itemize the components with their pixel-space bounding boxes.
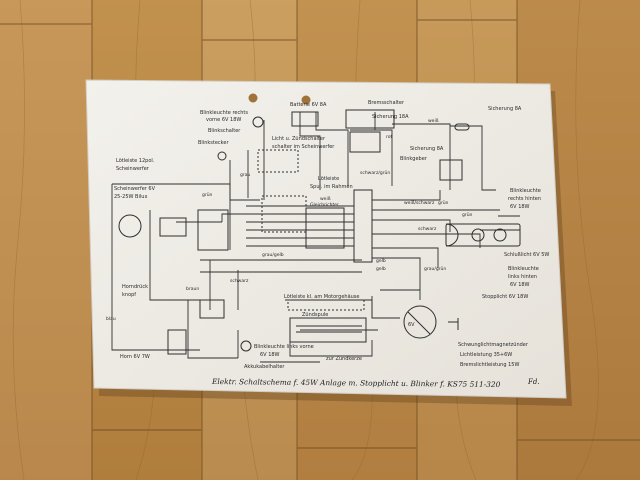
wire-label-weiss-2: weiß [428, 118, 439, 124]
label-lichtleistung: Lichtleistung 35+6W [460, 352, 512, 358]
headlamp-box [159, 217, 187, 237]
headlamp-bulb-icon [118, 214, 142, 238]
label-6v: 6V [408, 322, 415, 328]
wire-label-gelb-1: gelb [376, 258, 386, 264]
wire-label-gruen-3: grün [438, 200, 449, 206]
magneto-icon [403, 305, 437, 339]
label-blink-hinten-l3: 6V 18W [510, 282, 530, 288]
label-bremsschalter: Bremsschalter [368, 100, 405, 106]
label-scheinwerfer-box: Scheinwerfer [116, 166, 150, 172]
wire-label-gelb-2: gelb [376, 266, 386, 272]
label-blink-hinten-r: Blinkleuchte [510, 188, 541, 194]
label-loetleiste-spule: Lötleiste [318, 176, 339, 182]
wire-label-weiss-schwarz: weiß/schwarz [404, 200, 435, 206]
brake-switch-box [349, 131, 381, 153]
wire-label-weiss-1: weiß [320, 196, 331, 202]
tail-lamp-arc [445, 223, 459, 247]
label-lichtschalter: Licht u. Zündschalter [272, 136, 326, 142]
terminal-strip-main [353, 189, 373, 263]
label-blink-rechts-sub: vorne 6V 18W [206, 117, 241, 123]
label-blinkstecker: Blinkstecker [198, 140, 229, 146]
label-blink-hinten-l: Blinkleuchte [508, 266, 539, 272]
label-stopplicht: Stopplicht 6V 18W [482, 294, 528, 300]
rear-blinker-right-icon [471, 228, 485, 242]
motor-terminal-strip [287, 299, 365, 311]
signature: Fd. [527, 378, 540, 386]
wire-label-gruen-2: grün [462, 212, 473, 218]
label-blink-rechts: Blinkleuchte rechts [200, 110, 248, 116]
wire-label-grau-gelb: grau/gelb [262, 252, 284, 258]
rear-lamp-housing [445, 223, 521, 247]
label-sicherung-18: Sicherung 18A [372, 114, 409, 120]
label-blink-links-vorne2: 6V 18W [260, 352, 280, 358]
punch-hole-left [248, 93, 258, 103]
right-blinker-front-icon [252, 116, 264, 128]
label-blink-hinten-r2: rechts hinten [508, 196, 541, 202]
punch-hole-right [301, 95, 311, 105]
wire-label-blau-1: blau [106, 316, 116, 322]
wire-label-grau-1: grau [240, 172, 250, 178]
label-batterie: Batterie 6V 8A [290, 102, 327, 108]
terminal-strip-12 [197, 209, 229, 251]
label-sicherung-8-top: Sicherung 8A [488, 106, 522, 112]
horn-button-box [199, 299, 225, 319]
label-scheinwerfer-6v: Scheinwerfer 6V [114, 186, 156, 192]
label-blink-hinten-r3: 6V 18W [510, 204, 530, 210]
label-schlusslicht: Schlußlicht 6V 5W [504, 252, 549, 258]
light-switch-box [257, 149, 299, 173]
label-blinkgeber: Blinkgeber [400, 156, 428, 162]
wire-label-rot-1: rot [386, 134, 393, 140]
blinker-plug-icon [217, 151, 227, 161]
label-gleichrichter: Gleichrichter [310, 202, 339, 208]
label-blink-hinten-l2: links hinten [508, 274, 537, 280]
label-loetleiste-12: Lötleiste 12pol. [116, 158, 155, 164]
label-kabelschuh: Akkukabelhalter [244, 364, 285, 370]
wire-label-braun-1: braun [186, 286, 199, 292]
wire-label-schwarz-1: schwarz [230, 278, 249, 284]
label-sicherung-8: Sicherung 8A [410, 146, 444, 152]
label-loetleiste-motor: Lötleiste kl. am Motorgehäuse [284, 294, 359, 300]
horn-box [167, 329, 187, 355]
label-zuendkerze: zur Zündkerze [326, 356, 362, 362]
blinker-relay-box [439, 159, 463, 181]
wire-color-labels: grün grau braun weiß weiß rot gelb gelb … [106, 118, 473, 322]
coil-in-frame-box [261, 195, 307, 233]
label-bremslicht: Bremslichtleistung 15W [460, 362, 519, 368]
label-horndruck: Horndrück [122, 284, 148, 290]
wire-label-schwarz-2: schwarz [418, 226, 437, 232]
left-blinker-front-icon [240, 340, 252, 352]
wire-label-grau-gruen: grau/grün [424, 266, 446, 272]
label-zuendspule: Zündspule [302, 312, 328, 318]
rear-blinker-left-icon [493, 228, 507, 242]
wire-label-gruen-1: grün [202, 192, 213, 198]
wire-label-schwarz-gruen: schwarz/grün [360, 170, 390, 176]
components [118, 109, 521, 355]
label-birne: 25-25W Bilux [114, 194, 147, 200]
ignition-coil-box [289, 317, 367, 343]
diagram-title: Elektr. Schaltschema f. 45W Anlage m. St… [211, 377, 501, 389]
diagram-labels: Blinkleuchte rechts vorne 6V 18W Blinksc… [114, 100, 549, 370]
fuse-box-18 [345, 109, 395, 129]
label-schalter-scheinwerfer: schalter im Scheinwerfer [272, 144, 335, 150]
label-schwungmagnet: Schwunglichtmagnetzünder [458, 342, 529, 348]
wiring [111, 112, 520, 363]
label-blinkschalter: Blinkschalter [208, 128, 241, 134]
battery-box [291, 111, 319, 127]
label-knopf: knopf [122, 292, 136, 298]
fuse-8-top [454, 123, 470, 131]
label-horn: Horn 6V 7W [120, 354, 150, 360]
label-spule: Spul. im Rahmen [310, 184, 353, 190]
label-blink-links-vorne: Blinkleuchte links vorne [254, 344, 314, 350]
